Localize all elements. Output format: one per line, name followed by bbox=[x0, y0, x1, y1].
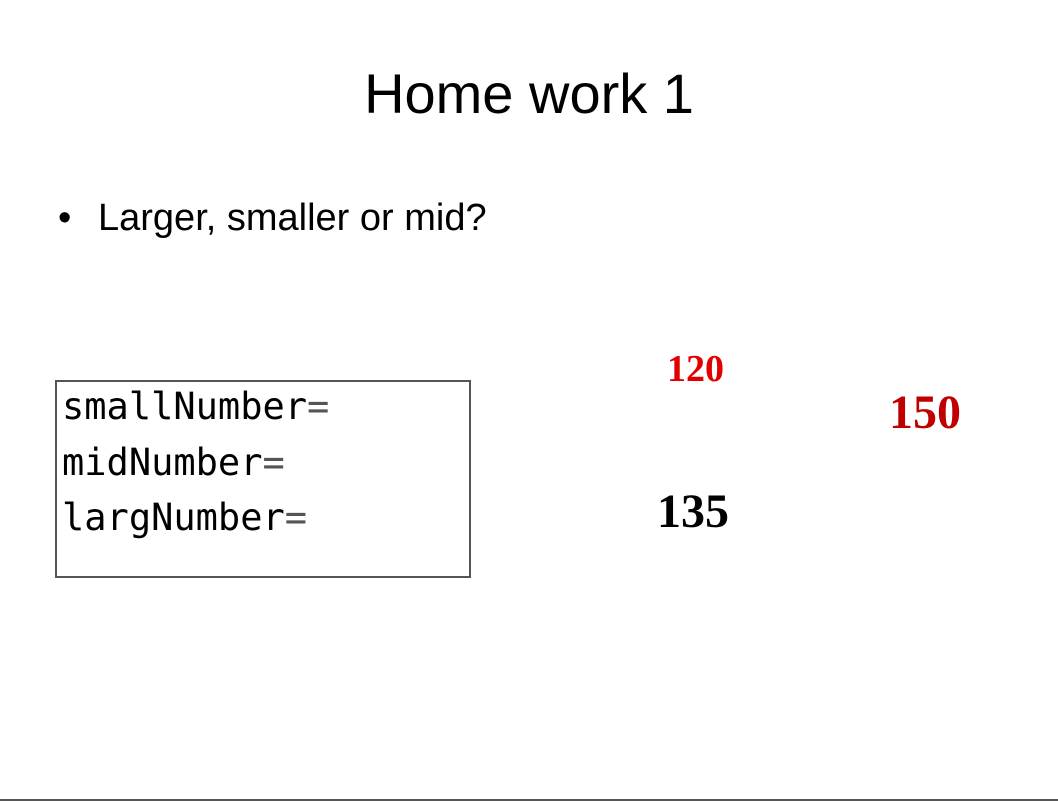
bottom-divider bbox=[0, 799, 1058, 801]
equals-sign: = bbox=[262, 441, 285, 484]
number-150: 150 bbox=[889, 386, 961, 439]
variable-name: midNumber bbox=[62, 441, 263, 484]
equals-sign: = bbox=[284, 496, 308, 539]
bullet-item: • Larger, smaller or mid? bbox=[58, 196, 487, 242]
code-box: smallNumber= midNumber= largNumber= bbox=[55, 380, 471, 578]
equals-sign: = bbox=[307, 385, 330, 428]
code-line-small-number: smallNumber= bbox=[62, 388, 329, 425]
slide-title: Home work 1 bbox=[364, 62, 694, 125]
variable-name: largNumber bbox=[62, 496, 285, 539]
number-135: 135 bbox=[657, 485, 729, 538]
bullet-dot: • bbox=[58, 197, 72, 239]
code-line-mid-number: midNumber= bbox=[62, 444, 285, 481]
variable-name: smallNumber bbox=[62, 385, 308, 428]
code-line-larg-number: largNumber= bbox=[62, 499, 307, 536]
number-120: 120 bbox=[667, 348, 724, 390]
bullet-text: Larger, smaller or mid? bbox=[98, 197, 487, 239]
